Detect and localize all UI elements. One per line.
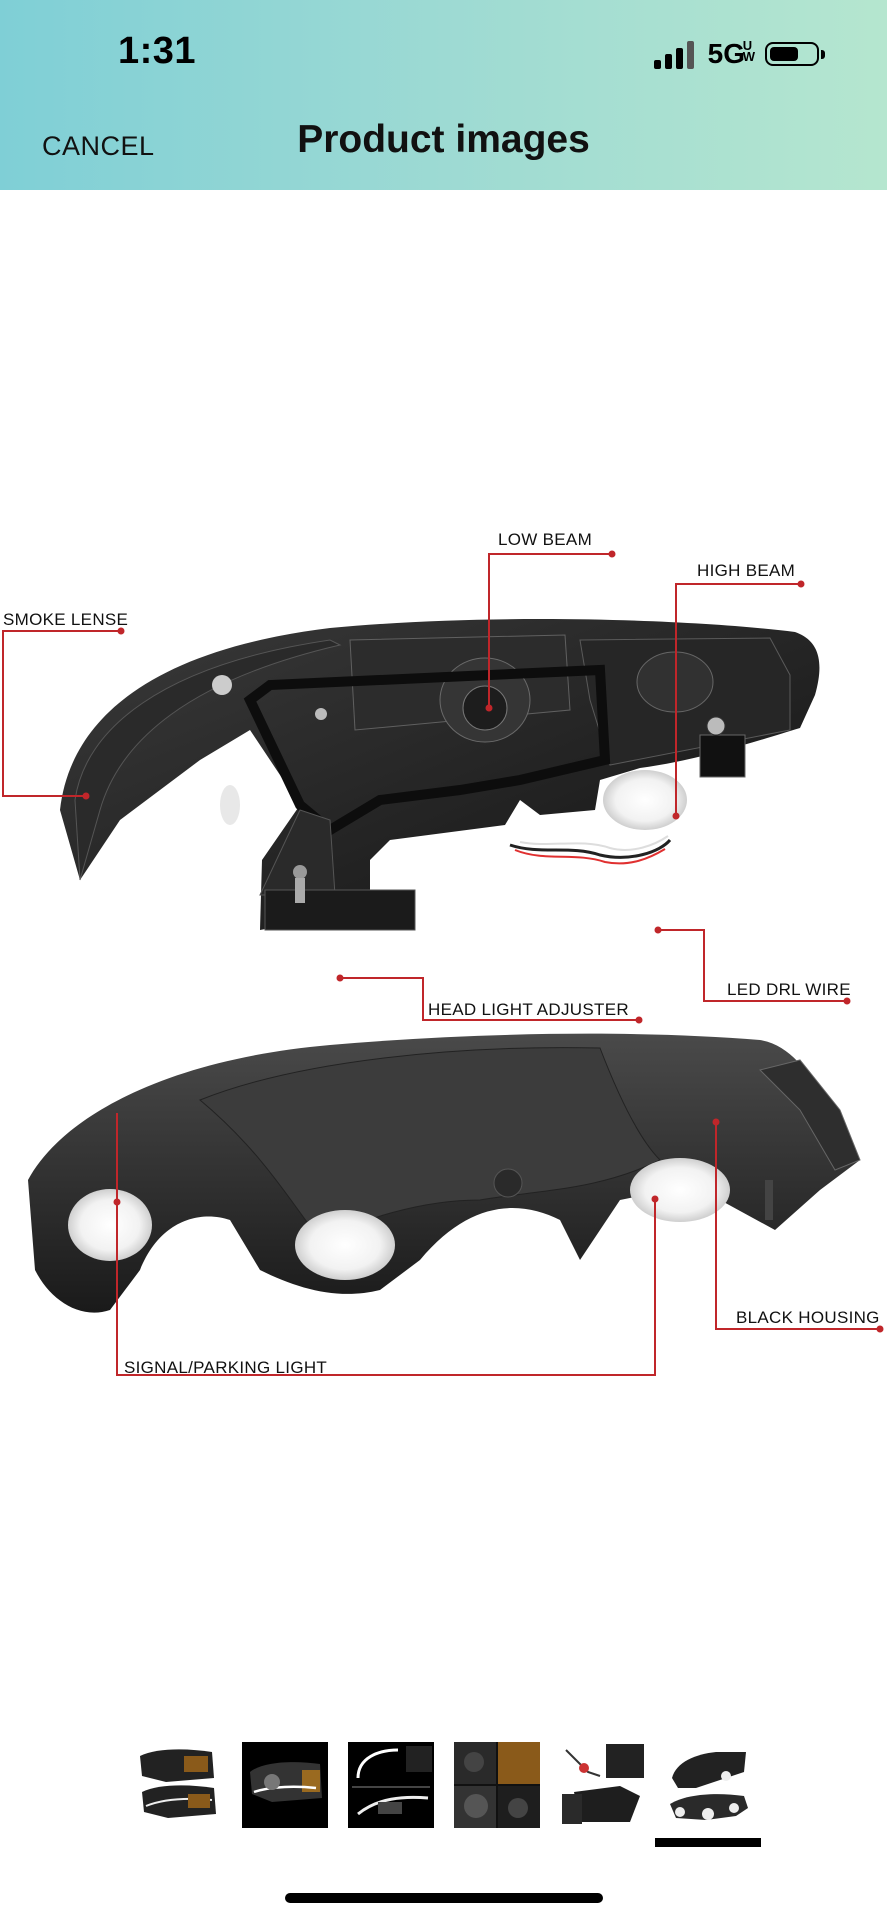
status-time: 1:31 xyxy=(118,30,197,72)
thumbnail-selection-indicator xyxy=(655,1838,761,1847)
thumbnail-6-selected[interactable] xyxy=(666,1742,752,1828)
lower-headlight xyxy=(28,1033,861,1313)
thumbnail-4[interactable] xyxy=(454,1742,540,1828)
thumbnail-2[interactable] xyxy=(242,1742,328,1828)
callout-high-beam: HIGH BEAM xyxy=(697,561,796,580)
callout-smoke-lense: SMOKE LENSE xyxy=(3,610,129,629)
product-image[interactable]: LOW BEAM HIGH BEAM SMOKE LENSE LED DRL W… xyxy=(0,500,887,1400)
signal-icon xyxy=(653,39,694,69)
battery-icon xyxy=(765,42,825,66)
thumbnail-3[interactable] xyxy=(348,1742,434,1828)
callout-lines xyxy=(2,553,880,1376)
callout-signal-parking-light: SIGNAL/PARKING LIGHT xyxy=(124,1358,328,1377)
cancel-button[interactable]: CANCEL xyxy=(42,131,155,161)
thumbnail-5[interactable] xyxy=(560,1742,646,1828)
callout-low-beam: LOW BEAM xyxy=(498,530,593,549)
callout-led-drl-wire: LED DRL WIRE xyxy=(727,980,851,999)
thumbnail-strip xyxy=(0,1742,887,1842)
callout-black-housing: BLACK HOUSING xyxy=(736,1308,880,1327)
callout-dots xyxy=(82,550,884,1333)
home-indicator[interactable] xyxy=(285,1893,603,1903)
thumbnail-1[interactable] xyxy=(136,1742,222,1828)
page-title: Product images xyxy=(297,118,590,161)
callout-head-light-adjuster: HEAD LIGHT ADJUSTER xyxy=(428,1000,629,1019)
upper-headlight xyxy=(60,619,820,931)
headlight-illustration xyxy=(2,550,884,1376)
